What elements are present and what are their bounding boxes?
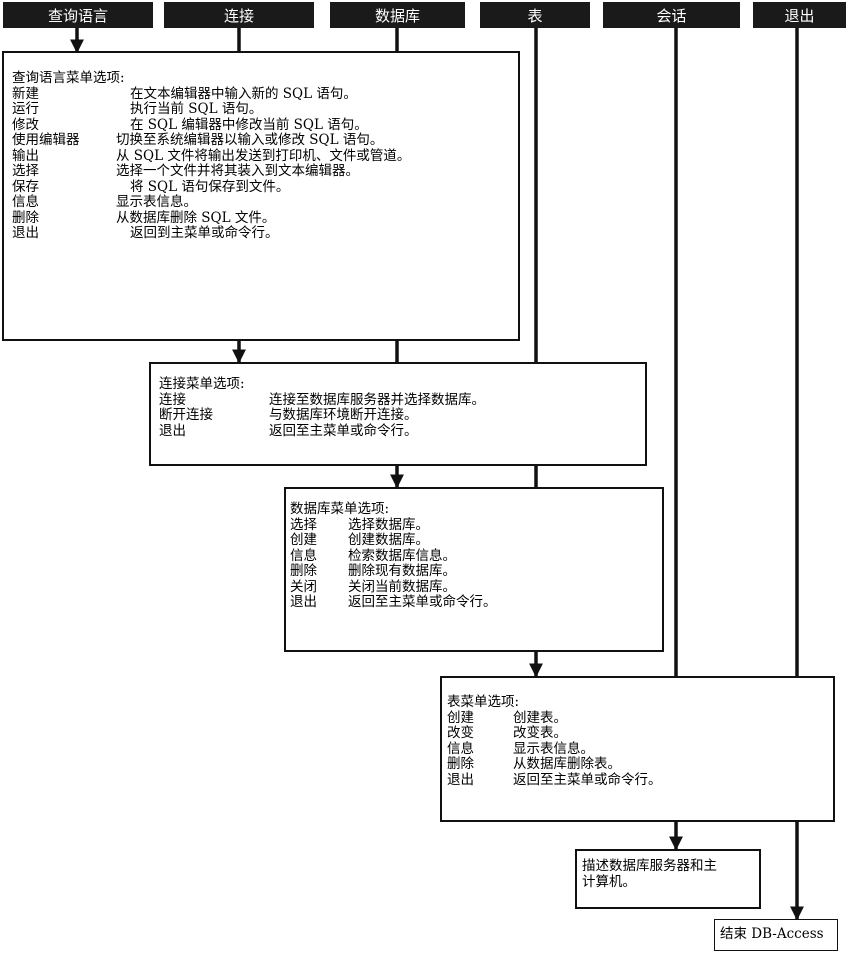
end-db-access-label: 结束 DB-Access — [720, 926, 824, 942]
option-desc: 在 SQL 编辑器中修改当前 SQL 语句。 — [130, 116, 368, 133]
option-key: 信息 — [12, 194, 39, 210]
menu-database-button[interactable]: 数据库 — [330, 2, 465, 28]
option-desc: 从数据库删除 SQL 文件。 — [116, 209, 276, 226]
option-key: 退出 — [290, 594, 317, 610]
option-desc: 切换至系统编辑器以输入或修改 SQL 语句。 — [116, 132, 384, 148]
option-key: 信息 — [290, 547, 317, 564]
database-options-box: 数据库菜单选项: 选择 选择数据库。 创建 创建数据库。 信息 检索数据库信息。 删除… — [284, 487, 664, 652]
list-item: 退出 返回至主菜单或命令行。 — [290, 594, 662, 611]
list-item: 退出 返回到主菜单或命令行。 — [12, 225, 518, 242]
table-options-box: 表菜单选项: 创建 创建表。 改变 改变表。 信息 显示表信息。 删除 从数据库删除表。… — [440, 676, 835, 822]
list-item: 使用编辑器 切换至系统编辑器以输入或修改 SQL 语句。 — [12, 132, 518, 149]
option-desc: 显示表信息。 — [513, 740, 594, 757]
list-item: 创建 创建表。 — [447, 709, 833, 727]
option-desc: 选择数据库。 — [348, 516, 429, 533]
option-key: 创建 — [290, 532, 317, 548]
list-item: 退出 返回至主菜单或命令行。 — [159, 422, 645, 440]
option-key: 新建 — [12, 85, 39, 102]
menu-exit-button[interactable]: 退出 — [753, 2, 846, 28]
list-item: 信息 检索数据库信息。 — [290, 547, 662, 565]
option-desc: 关闭当前数据库。 — [348, 578, 456, 595]
session-description-line1: 描述数据库服务器和主 — [582, 858, 717, 874]
option-key: 信息 — [447, 740, 474, 757]
option-desc: 创建表。 — [513, 709, 567, 726]
option-key: 运行 — [12, 101, 39, 117]
option-desc: 执行当前 SQL 语句。 — [130, 101, 263, 117]
option-desc: 与数据库环境断开连接。 — [269, 407, 418, 423]
option-key: 连接 — [159, 391, 186, 408]
option-desc: 选择一个文件并将其装入到文本编辑器。 — [116, 163, 359, 179]
menu-table-button[interactable]: 表 — [480, 2, 590, 28]
option-key: 保存 — [12, 178, 39, 195]
option-key: 退出 — [12, 225, 39, 241]
list-item: 关闭 关闭当前数据库。 — [290, 578, 662, 596]
option-key: 退出 — [447, 771, 474, 788]
option-desc: 连接至数据库服务器并选择数据库。 — [269, 391, 485, 408]
option-key: 修改 — [12, 116, 39, 133]
option-key: 输出 — [12, 147, 39, 164]
list-item: 退出 返回至主菜单或命令行。 — [447, 771, 833, 789]
option-key: 删除 — [290, 563, 317, 579]
option-key: 退出 — [159, 422, 186, 439]
connect-options-box: 连接菜单选项: 连接 连接至数据库服务器并选择数据库。 断开连接 与数据库环境断开连… — [149, 362, 647, 466]
list-item: 信息 显示表信息。 — [12, 194, 518, 211]
session-description-box: 描述数据库服务器和主 计算机。 — [575, 849, 761, 909]
list-item: 删除 从数据库删除 SQL 文件。 — [12, 209, 518, 227]
database-options-title: 数据库菜单选项: — [290, 501, 390, 517]
option-desc: 改变表。 — [513, 725, 567, 741]
option-key: 使用编辑器 — [12, 132, 80, 148]
option-key: 删除 — [12, 209, 39, 226]
list-item: 删除 删除现有数据库。 — [290, 563, 662, 580]
session-description-line2: 计算机。 — [582, 873, 636, 890]
table-options-title: 表菜单选项: — [447, 694, 520, 710]
option-key: 断开连接 — [159, 407, 213, 423]
option-desc: 创建数据库。 — [348, 532, 429, 548]
option-desc: 返回至主菜单或命令行。 — [513, 771, 662, 788]
option-desc: 从数据库删除表。 — [513, 756, 621, 772]
option-desc: 删除现有数据库。 — [348, 563, 456, 579]
list-item: 删除 从数据库删除表。 — [447, 756, 833, 773]
list-item: 连接 连接至数据库服务器并选择数据库。 — [159, 391, 645, 409]
list-item: 选择 选择一个文件并将其装入到文本编辑器。 — [12, 163, 518, 180]
query-options-title: 查询语言菜单选项: — [12, 70, 125, 86]
option-desc: 返回到主菜单或命令行。 — [130, 225, 279, 241]
option-key: 删除 — [447, 756, 474, 772]
connect-options-title: 连接菜单选项: — [159, 376, 245, 392]
menu-query-button[interactable]: 查询语言 — [3, 2, 153, 28]
list-item: 运行 执行当前 SQL 语句。 — [12, 101, 518, 118]
list-item: 保存 将 SQL 语句保存到文件。 — [12, 178, 518, 196]
option-key: 创建 — [447, 709, 474, 726]
list-item: 选择 选择数据库。 — [290, 516, 662, 534]
list-item: 创建 创建数据库。 — [290, 532, 662, 549]
option-desc: 显示表信息。 — [116, 194, 197, 210]
list-item: 断开连接 与数据库环境断开连接。 — [159, 407, 645, 424]
option-desc: 检索数据库信息。 — [348, 547, 456, 564]
list-item: 输出 从 SQL 文件将输出发送到打印机、文件或管道。 — [12, 147, 518, 165]
option-key: 选择 — [12, 163, 39, 179]
option-desc: 从 SQL 文件将输出发送到打印机、文件或管道。 — [116, 147, 411, 164]
option-desc: 将 SQL 语句保存到文件。 — [130, 178, 290, 195]
menu-session-button[interactable]: 会话 — [603, 2, 740, 28]
option-desc: 在文本编辑器中输入新的 SQL 语句。 — [130, 85, 357, 102]
menu-connect-button[interactable]: 连接 — [164, 2, 314, 28]
option-desc: 返回至主菜单或命令行。 — [348, 594, 497, 610]
option-key: 改变 — [447, 725, 474, 741]
option-key: 关闭 — [290, 578, 317, 595]
query-options-box: 查询语言菜单选项: 新建 在文本编辑器中输入新的 SQL 语句。 运行 执行当前 S… — [2, 51, 520, 341]
list-item: 改变 改变表。 — [447, 725, 833, 742]
option-key: 选择 — [290, 516, 317, 533]
option-desc: 返回至主菜单或命令行。 — [269, 422, 418, 439]
list-item: 信息 显示表信息。 — [447, 740, 833, 758]
list-item: 修改 在 SQL 编辑器中修改当前 SQL 语句。 — [12, 116, 518, 134]
list-item: 新建 在文本编辑器中输入新的 SQL 语句。 — [12, 85, 518, 103]
end-db-access-box: 结束 DB-Access — [714, 919, 838, 951]
